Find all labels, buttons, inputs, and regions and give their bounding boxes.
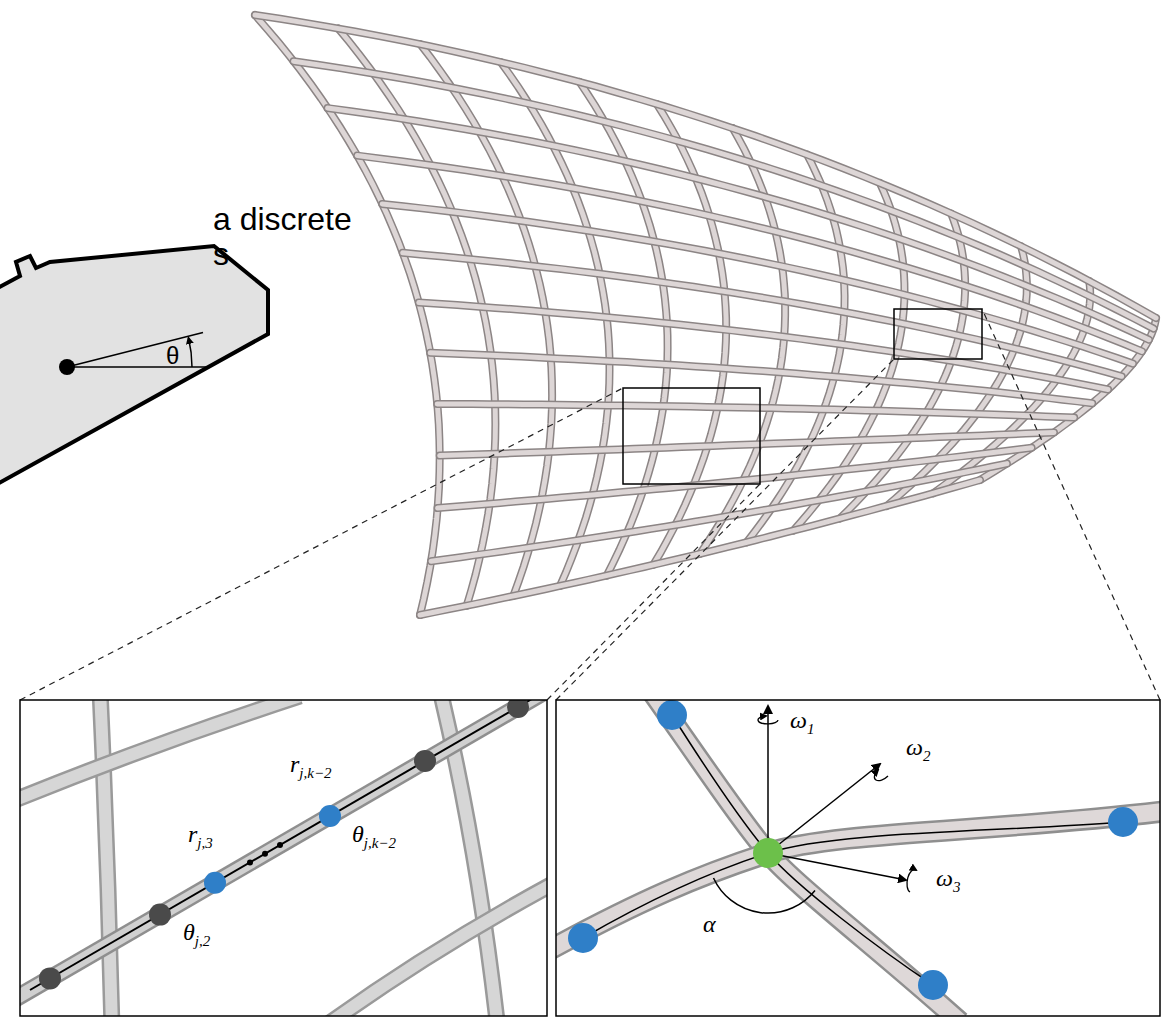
beam [640, 700, 960, 1016]
inset-frame [20, 700, 547, 1016]
zoom-indicators [20, 309, 1160, 700]
variable-label: θj,k−2 [352, 822, 396, 851]
center-dot [59, 359, 75, 375]
grid-rod-outline [437, 404, 1074, 418]
inset-beams [20, 700, 547, 1016]
grid-rod-outline [382, 204, 1133, 364]
gridshell [255, 15, 1156, 615]
beam [320, 880, 547, 1016]
grid-rod [382, 204, 1133, 364]
edge-dot [568, 923, 598, 953]
zoom-leader [20, 388, 623, 700]
zoom-box [894, 309, 982, 359]
vertex-dot [507, 700, 529, 718]
angle-label: θ [166, 344, 179, 368]
axis-arrow [767, 706, 769, 853]
ellipsis-dot [247, 859, 253, 865]
angle-arc [714, 878, 816, 913]
beam [20, 700, 547, 1002]
beam [100, 700, 112, 1016]
rod-discretization-inset [10, 683, 560, 1030]
centerline [672, 715, 933, 985]
edge-dot [204, 872, 226, 894]
grid-rod [430, 353, 1092, 404]
variable-label: rj,3 [188, 822, 213, 851]
grid-rod [419, 303, 1108, 390]
grid-rod-outline [357, 156, 1142, 352]
reference-line [67, 366, 208, 368]
inset-frame [556, 700, 1160, 1016]
beam [320, 880, 547, 1016]
vertex-dot [39, 967, 61, 989]
beam [20, 700, 300, 802]
grid-rod-outline [255, 15, 440, 615]
beam [640, 700, 960, 1016]
rotation-label: ω2 [906, 735, 930, 764]
zoom-leader [547, 484, 760, 700]
ellipsis-dot [262, 851, 268, 857]
zoom-box [623, 388, 760, 484]
edge-dot [657, 700, 687, 730]
edge-dot [1108, 807, 1138, 837]
caption-fragment: a discrete [213, 203, 352, 235]
vertex-dot [414, 750, 436, 772]
edge-dot [319, 805, 341, 827]
beam [556, 810, 1160, 955]
grid-rod-outline [255, 15, 1156, 318]
rotation-label: ω1 [790, 708, 814, 737]
rotation-curl [758, 716, 778, 724]
grid-rod [255, 15, 440, 615]
caption-fragment: s [213, 238, 229, 270]
joint-inset [540, 675, 1169, 1022]
rod-cross-section [0, 246, 268, 488]
centerline [30, 700, 540, 990]
vertex-dot [149, 904, 171, 926]
rotation-curl [907, 870, 916, 892]
axis-arrow [768, 764, 880, 853]
edge-dot [918, 970, 948, 1000]
angle-arc [189, 338, 193, 367]
grid-rod-outline [420, 480, 980, 615]
inset-ground [556, 700, 1160, 1016]
beam [20, 700, 300, 802]
cross-section [0, 246, 268, 488]
inset-beams [556, 700, 1160, 1016]
joint-dot [753, 838, 783, 868]
zoom-leader [982, 309, 1160, 700]
angle-line [67, 333, 203, 368]
axis-arrow [768, 853, 906, 880]
rotation-label: ω3 [936, 866, 960, 895]
grid-rod [437, 404, 1074, 418]
beam [100, 700, 112, 1016]
centerline [583, 822, 1123, 938]
grid-rod [440, 432, 1054, 455]
ellipsis-dot [277, 842, 283, 848]
zoom-leader [556, 359, 894, 700]
angle-label: α [703, 912, 716, 936]
variable-label: θj,2 [183, 920, 210, 949]
grid-rod-outline [419, 303, 1108, 390]
grid-rod-outline [430, 353, 1092, 404]
beam [20, 700, 547, 1002]
grid-rod-outline [440, 432, 1054, 455]
beam [556, 810, 1160, 955]
variable-label: rj,k−2 [290, 752, 332, 781]
grid-rod [357, 156, 1142, 352]
grid-rod [420, 480, 980, 615]
grid-rod [255, 15, 1156, 318]
rotation-curl [874, 770, 888, 781]
